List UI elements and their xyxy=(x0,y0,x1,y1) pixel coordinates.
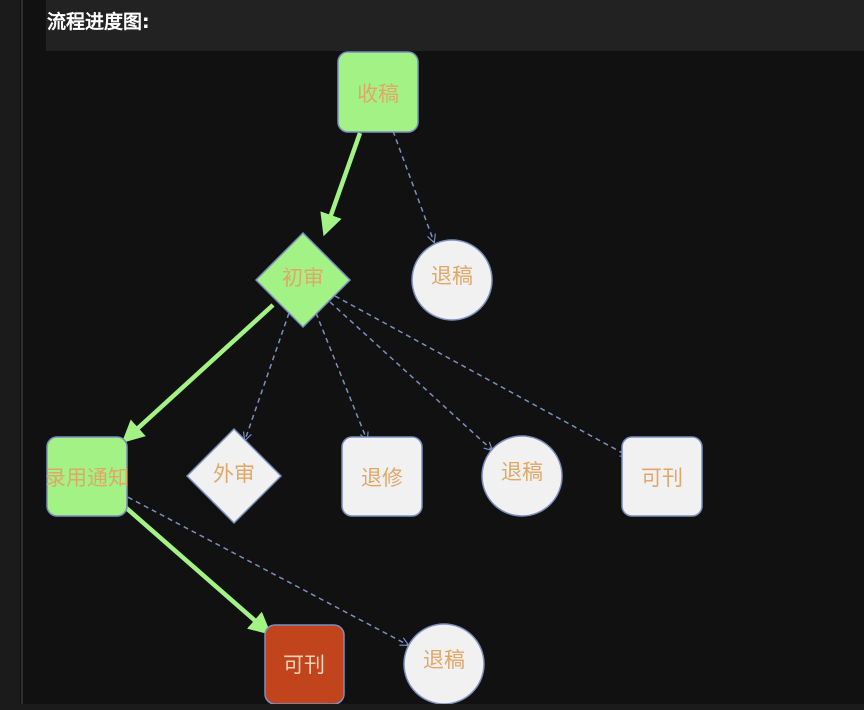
edge-initial-review-to-external-review xyxy=(245,312,290,440)
node-reject-3-label: 退稿 xyxy=(423,648,465,672)
nodes-layer: 收稿 初审 退稿 录用通知 外审 xyxy=(45,51,703,705)
node-receive-shape xyxy=(337,51,419,133)
node-acceptance-notice[interactable]: 录用通知 xyxy=(45,436,129,517)
node-external-review-shape xyxy=(185,427,283,525)
node-publishable-current-label: 可刊 xyxy=(283,653,325,677)
node-revision[interactable]: 退修 xyxy=(341,436,423,517)
edge-initial-review-to-reject xyxy=(329,301,492,450)
edge-initial-review-to-publishable xyxy=(334,295,628,456)
edges-layer xyxy=(119,130,628,645)
left-divider xyxy=(21,0,23,710)
left-gutter xyxy=(0,0,20,710)
node-initial-review-label: 初审 xyxy=(282,266,324,290)
node-reject-3[interactable]: 退稿 xyxy=(403,623,485,705)
node-acceptance-notice-shape xyxy=(46,436,128,517)
node-external-review[interactable]: 外审 xyxy=(185,427,283,525)
node-reject-2-label: 退稿 xyxy=(501,460,543,484)
edge-acceptance-to-reject xyxy=(119,492,408,645)
bottom-divider xyxy=(0,704,864,710)
node-receive-label: 收稿 xyxy=(357,82,399,106)
node-reject-1-label: 退稿 xyxy=(431,264,473,288)
edge-receive-to-initial-review xyxy=(320,132,363,237)
node-receive[interactable]: 收稿 xyxy=(337,51,419,133)
node-reject-1-shape xyxy=(411,239,493,321)
node-initial-review[interactable]: 初审 xyxy=(254,231,352,329)
node-publishable-1[interactable]: 可刊 xyxy=(621,436,703,517)
node-initial-review-shape xyxy=(254,231,352,329)
node-publishable-current[interactable]: 可刊 xyxy=(264,624,345,705)
edge-initial-review-to-revision xyxy=(315,312,367,440)
node-reject-2-shape xyxy=(481,435,563,517)
node-external-review-label: 外审 xyxy=(213,462,255,486)
edge-acceptance-to-publishable xyxy=(122,504,272,635)
node-reject-2[interactable]: 退稿 xyxy=(481,435,563,517)
header-bar xyxy=(46,0,864,51)
edge-initial-review-to-acceptance xyxy=(121,303,275,444)
page-title: 流程进度图: xyxy=(47,11,150,33)
node-reject-1[interactable]: 退稿 xyxy=(411,239,493,321)
node-publishable-1-label: 可刊 xyxy=(641,466,683,490)
edge-receive-to-reject xyxy=(392,130,434,242)
node-publishable-1-shape xyxy=(621,436,703,517)
node-revision-label: 退修 xyxy=(361,466,403,490)
node-revision-shape xyxy=(341,436,423,517)
node-acceptance-notice-label: 录用通知 xyxy=(45,466,129,490)
